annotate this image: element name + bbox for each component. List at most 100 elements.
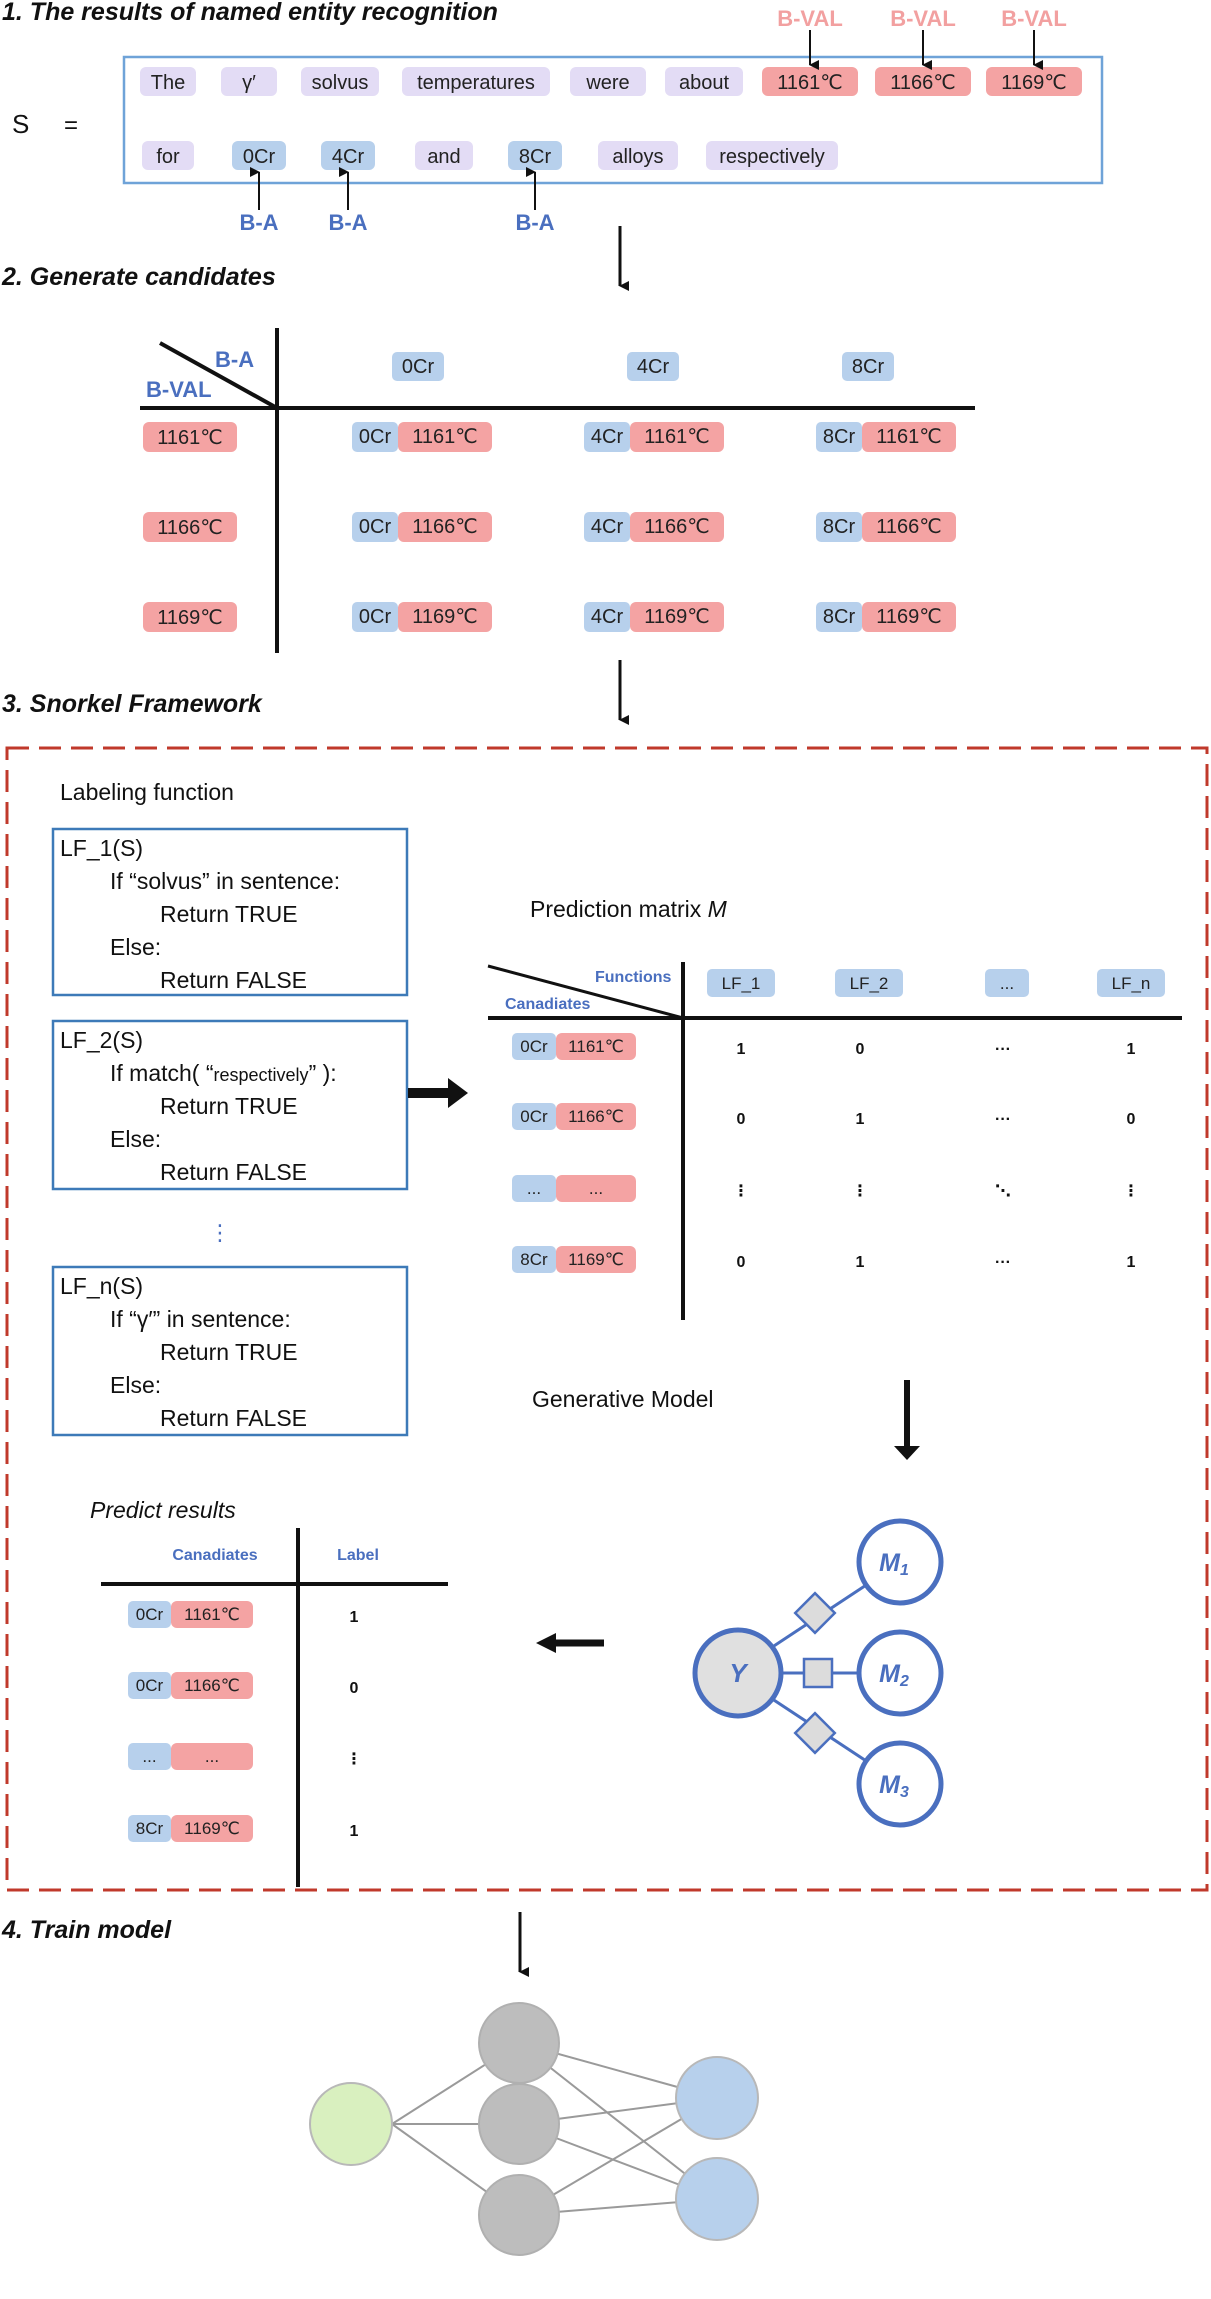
flow-arrow-head (536, 1633, 556, 1653)
lf2-condition-end: ” ): (309, 1060, 337, 1086)
candidates-label: Canadiates (505, 996, 590, 1013)
pair-value: 1166℃ (412, 516, 477, 538)
pair-value: 1169℃ (184, 1819, 240, 1838)
pair-value-box (171, 1815, 253, 1842)
pair-value: 1161℃ (644, 426, 709, 448)
alloy-token-box (232, 141, 286, 170)
m3-node (856, 1740, 944, 1828)
ba-tags: B-A B-A B-A (239, 167, 555, 235)
ba-tag: B-A (239, 210, 278, 235)
alloy-token: 0Cr (243, 146, 276, 168)
pair-value-box (862, 602, 956, 632)
pair-alloy: 0Cr (136, 1605, 164, 1624)
pair-value: 1166℃ (184, 1676, 240, 1695)
sentence-row1: The γ′ solvus temperatures were about 11… (140, 67, 1082, 96)
neural-network (309, 2002, 759, 2256)
prediction-matrix-title: Prediction matrix M (530, 896, 728, 922)
predict-label: 1 (350, 1823, 359, 1840)
row-header-label: B-VAL (146, 377, 212, 402)
lfn-condition: If “γ′” in sentence: (110, 1306, 291, 1332)
pair-alloy-box (512, 1246, 556, 1273)
step4-title: 4. Train model (1, 1916, 172, 1944)
lfn-return-true: Return TRUE (160, 1339, 298, 1365)
flow-arrow-right (408, 1078, 468, 1108)
pair-value-box (862, 512, 956, 542)
factor-node (793, 1711, 837, 1755)
pair-alloy: 8Cr (520, 1250, 548, 1269)
pair-value: 1161℃ (568, 1037, 624, 1056)
lf-header-box (707, 969, 775, 997)
pair-value-box (398, 422, 492, 452)
token-box (142, 141, 194, 170)
pair-value: 1166℃ (876, 516, 941, 538)
matrix-corner-diagonal (487, 964, 684, 1020)
predict-label: 1 (350, 1609, 359, 1626)
pair-alloy-box (128, 1815, 171, 1842)
token-box (301, 67, 379, 96)
matrix-cell: ··· (995, 1041, 1011, 1058)
m2-node-label: M2 (879, 1660, 909, 1690)
pair-alloy: 0Cr (359, 606, 392, 628)
alloy-token: 8Cr (519, 146, 552, 168)
m1-subscript: 1 (900, 1562, 909, 1579)
value-token: 1169℃ (1001, 72, 1066, 94)
y-node-label: Y (729, 1658, 749, 1688)
pair-alloy: 4Cr (591, 426, 624, 448)
pair-alloy: ... (142, 1747, 156, 1766)
lf1-return-true: Return TRUE (160, 901, 298, 927)
input-node (309, 2082, 393, 2166)
lfn-name: LF_n(S) (60, 1273, 143, 1299)
sentence-symbol: S (12, 109, 29, 139)
predict-table: Canadiates Label (101, 1528, 448, 1887)
token: were (585, 72, 629, 94)
alloy-header-box (392, 352, 444, 381)
predict-candidates-header: Canadiates (172, 1547, 257, 1564)
pair-value-box (171, 1743, 253, 1770)
sentence-frame (122, 55, 1104, 185)
pair-alloy-box (352, 602, 398, 632)
bval-tag: B-VAL (1001, 6, 1067, 31)
value-header: 1166℃ (157, 517, 222, 539)
matrix-cell: ··· (995, 1254, 1011, 1271)
value-token-box (762, 67, 858, 96)
token: and (427, 146, 460, 168)
output-node (675, 2056, 759, 2140)
alloy-token-box (508, 141, 562, 170)
factor-graph: Y M1 M2 M3 (692, 1518, 944, 1828)
alloy-token-box (321, 141, 375, 170)
pair-alloy-box (352, 512, 398, 542)
col-header-label: B-A (215, 347, 254, 372)
hidden-node (478, 2002, 560, 2084)
predict-results-title: Predict results (90, 1497, 236, 1523)
lfn-return-false: Return FALSE (160, 1405, 307, 1431)
table-corner-diagonal (159, 341, 278, 410)
lf2-return-true: Return TRUE (160, 1093, 298, 1119)
lf2-condition: If match( “respectively” ): (110, 1060, 337, 1086)
m2-subscript: 2 (899, 1673, 909, 1690)
matrix-symbol: M (708, 896, 728, 922)
lf-header-box (835, 969, 903, 997)
value-token-box (986, 67, 1082, 96)
pair-alloy: 0Cr (359, 516, 392, 538)
m2-node (856, 1629, 944, 1717)
matrix-cell: ⋮ (852, 1183, 868, 1200)
pair-alloy-box (816, 422, 862, 452)
generative-model-title: Generative Model (532, 1386, 714, 1412)
pair-value-box (171, 1672, 253, 1699)
pair-value: 1169℃ (876, 606, 941, 628)
lf2-condition-start: If match( “ (110, 1060, 214, 1086)
factor-node (802, 1657, 834, 1689)
pair-alloy: 0Cr (136, 1676, 164, 1695)
lfn-box (51, 1265, 409, 1437)
output-node (675, 2157, 759, 2241)
